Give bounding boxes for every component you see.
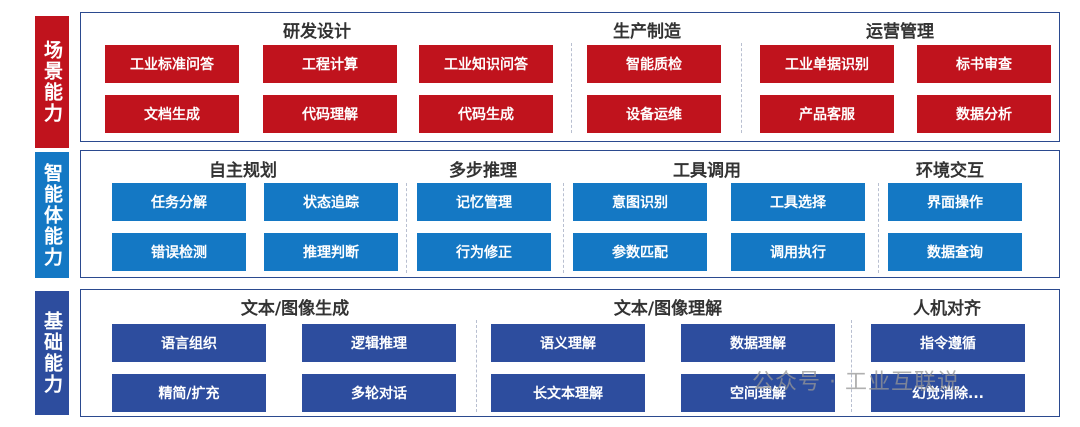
capability-box: 语义理解 [491, 324, 645, 362]
capability-box: 行为修正 [417, 233, 551, 271]
group-title-tools: 工具调用 [673, 161, 741, 181]
capability-box: 数据查询 [888, 233, 1022, 271]
capability-box: 状态追踪 [264, 183, 398, 221]
layer-label-base: 基础能力 [35, 291, 69, 415]
divider [851, 320, 852, 412]
capability-box: 空间理解 [681, 374, 835, 412]
capability-box: 代码理解 [263, 95, 397, 133]
group-title-generation: 文本/图像生成 [240, 299, 350, 319]
group-title-understanding: 文本/图像理解 [613, 299, 723, 319]
capability-box: 参数匹配 [573, 233, 707, 271]
capability-box: 意图识别 [573, 183, 707, 221]
capability-box: 精简/扩充 [112, 374, 266, 412]
capability-box: 工程计算 [263, 45, 397, 83]
capability-box: 设备运维 [587, 95, 721, 133]
divider [571, 43, 572, 133]
capability-box: 数据理解 [681, 324, 835, 362]
capability-box: 数据分析 [917, 95, 1051, 133]
group-title-operations: 运营管理 [866, 22, 934, 42]
divider [476, 320, 477, 412]
divider [741, 43, 742, 133]
divider [563, 183, 564, 273]
capability-box: 错误检测 [112, 233, 246, 271]
capability-box: 记忆管理 [417, 183, 551, 221]
group-title-planning: 自主规划 [209, 161, 277, 181]
divider [406, 183, 407, 273]
layer-label-scene: 场景能力 [35, 16, 69, 148]
capability-box: 任务分解 [112, 183, 246, 221]
panel-base: 文本/图像生成 文本/图像理解 人机对齐 语言组织 逻辑推理 精简/扩充 多轮对… [80, 289, 1060, 417]
group-title-production: 生产制造 [613, 22, 681, 42]
group-title-environment: 环境交互 [916, 161, 984, 181]
capability-box: 代码生成 [419, 95, 553, 133]
layer-label-agent: 智能体能力 [35, 152, 69, 278]
capability-box: 工业标准问答 [105, 45, 239, 83]
capability-box: 语言组织 [112, 324, 266, 362]
divider [878, 183, 879, 273]
capability-box: 多轮对话 [302, 374, 456, 412]
panel-agent: 自主规划 多步推理 工具调用 环境交互 任务分解 状态追踪 错误检测 推理判断 … [80, 150, 1060, 278]
capability-box: 调用执行 [731, 233, 865, 271]
capability-box: 工业知识问答 [419, 45, 553, 83]
capability-box: 工业单据识别 [760, 45, 894, 83]
capability-box: 工具选择 [731, 183, 865, 221]
group-title-rd: 研发设计 [283, 22, 351, 42]
capability-box: 产品客服 [760, 95, 894, 133]
capability-box: 幻觉消除... [871, 374, 1025, 412]
capability-box: 标书审查 [917, 45, 1051, 83]
watermark: 公众号 · 工业互联说 [752, 370, 960, 395]
capability-box: 长文本理解 [491, 374, 645, 412]
capability-box: 智能质检 [587, 45, 721, 83]
capability-box: 推理判断 [264, 233, 398, 271]
group-title-reasoning: 多步推理 [449, 161, 517, 181]
capability-box: 指令遵循 [871, 324, 1025, 362]
capability-box: 逻辑推理 [302, 324, 456, 362]
panel-scene: 研发设计 生产制造 运营管理 工业标准问答 工程计算 工业知识问答 文档生成 代… [80, 12, 1060, 142]
capability-box: 界面操作 [888, 183, 1022, 221]
capability-box: 文档生成 [105, 95, 239, 133]
group-title-alignment: 人机对齐 [913, 299, 981, 319]
